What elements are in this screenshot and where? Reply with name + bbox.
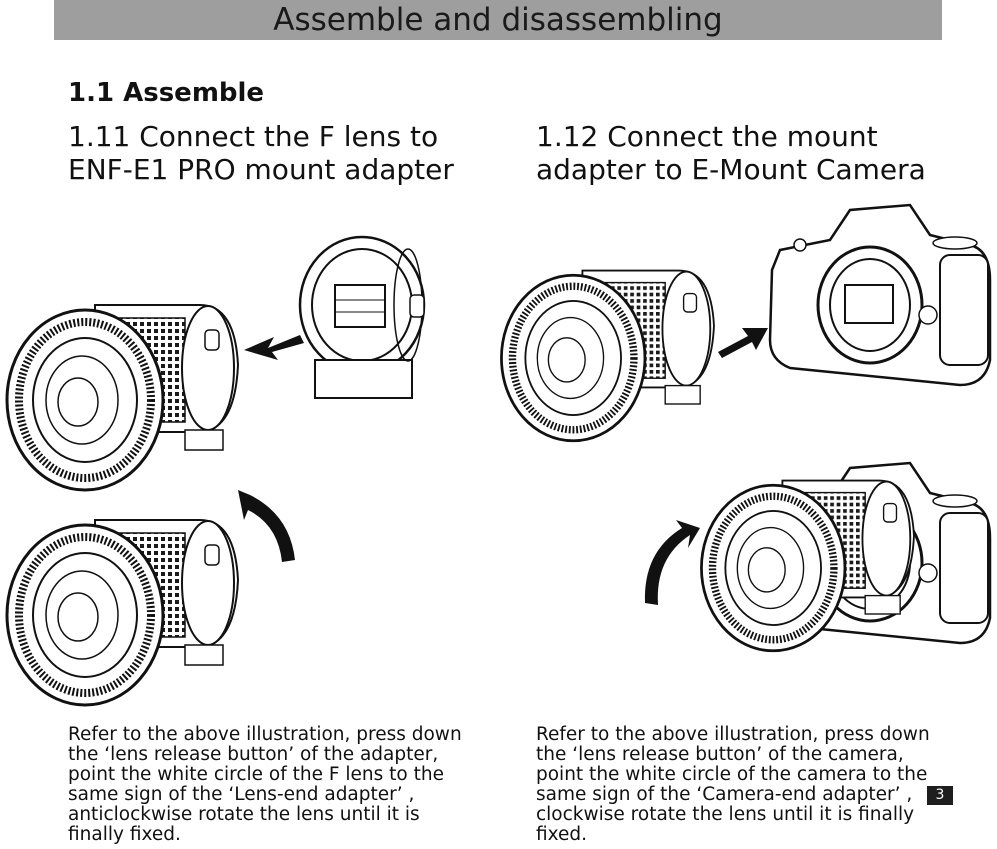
instruction-line: finally fixed. bbox=[68, 824, 181, 845]
arrow-left-icon bbox=[244, 335, 304, 360]
step-title-line: 1.12 Connect the mount bbox=[536, 120, 878, 153]
header-title: Assemble and disassembling bbox=[273, 2, 723, 38]
section-title: 1.1 Assemble bbox=[68, 78, 265, 108]
step-title-line: ENF-E1 PRO mount adapter bbox=[68, 153, 454, 186]
page-number: 3 bbox=[927, 786, 953, 805]
instruction-line: clockwise rotate the lens until it is fi… bbox=[536, 804, 915, 825]
instruction-line: the ‘lens release button’ of the camera, bbox=[536, 744, 904, 765]
instruction-adapter: Refer to the above illustration, press d… bbox=[68, 725, 468, 845]
page-header: Assemble and disassembling bbox=[54, 0, 942, 40]
adapter-drawing bbox=[298, 235, 426, 399]
instruction-line: same sign of the ‘Lens-end adapter’ , bbox=[68, 784, 415, 805]
instruction-line: Refer to the above illustration, press d… bbox=[536, 724, 930, 745]
rotate-arrow-icon bbox=[238, 490, 295, 562]
arrow-right-icon bbox=[718, 328, 768, 358]
instruction-camera: Refer to the above illustration, press d… bbox=[536, 725, 936, 845]
instruction-line: point the white circle of the F lens to … bbox=[68, 764, 444, 785]
assembly-illustration bbox=[0, 203, 992, 710]
step-title-line: adapter to E-Mount Camera bbox=[536, 153, 926, 186]
instruction-line: Refer to the above illustration, press d… bbox=[68, 724, 462, 745]
instruction-line: same sign of the ‘Camera-end adapter’ , bbox=[536, 784, 913, 805]
lens-drawing-top-left bbox=[7, 305, 238, 490]
rotate-arrow-icon bbox=[644, 520, 700, 605]
lens-adapter-drawing-top-right bbox=[501, 271, 714, 441]
instruction-line: fixed. bbox=[536, 824, 588, 845]
instruction-line: anticlockwise rotate the lens until it i… bbox=[68, 804, 420, 825]
step-title-1-11: 1.11 Connect the F lens to ENF-E1 PRO mo… bbox=[68, 120, 488, 186]
instruction-line: point the white circle of the camera to … bbox=[536, 764, 928, 785]
lens-drawing-bottom-left bbox=[7, 520, 238, 705]
instruction-line: the ‘lens release button’ of the adapter… bbox=[68, 744, 439, 765]
step-title-line: 1.11 Connect the F lens to bbox=[68, 120, 439, 153]
camera-drawing-top bbox=[768, 203, 992, 387]
step-title-1-12: 1.12 Connect the mount adapter to E-Moun… bbox=[536, 120, 976, 186]
